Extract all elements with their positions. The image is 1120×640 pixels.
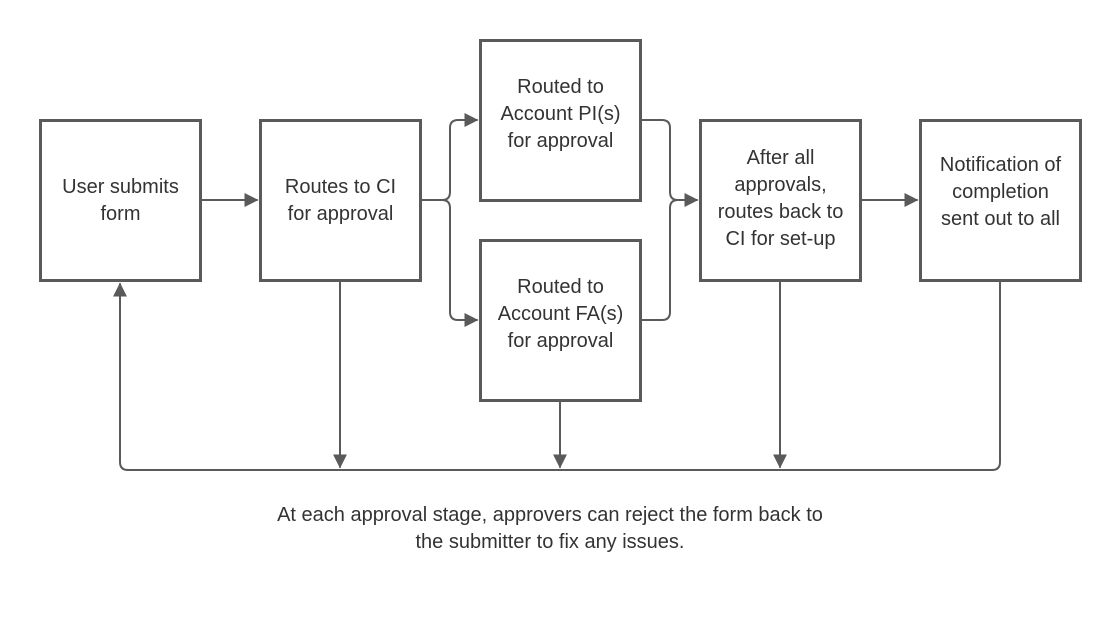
node-label: Notification of completion sent out to a… [939, 153, 1062, 230]
node-label: Routed to Account PI(s) for approval [500, 76, 621, 152]
node-routed-to-account-pi: Routed to Account PI(s) for approval [479, 39, 642, 202]
node-label: Routed to Account FA(s) for approval [497, 276, 624, 352]
node-user-submits-form: User submits form [39, 119, 202, 282]
node-label: Routes to CI for approval [284, 175, 397, 225]
reject-line-notify [113, 281, 1001, 471]
arrow-ci-to-pi [421, 113, 479, 201]
node-routed-to-account-fa: Routed to Account FA(s) for approval [479, 239, 642, 402]
diagram-caption: At each approval stage, approvers can re… [277, 504, 823, 553]
arrow-fa-to-after [641, 199, 679, 321]
node-routes-to-ci: Routes to CI for approval [259, 119, 422, 282]
arrow-pi-to-after [641, 119, 699, 207]
node-label: After all approvals, routes back to CI f… [717, 146, 844, 250]
arrow-ci-to-fa [441, 199, 479, 327]
node-notification-of-completion: Notification of completion sent out to a… [919, 119, 1082, 282]
node-label: User submits form [62, 175, 179, 225]
node-after-all-approvals: After all approvals, routes back to CI f… [699, 119, 862, 282]
